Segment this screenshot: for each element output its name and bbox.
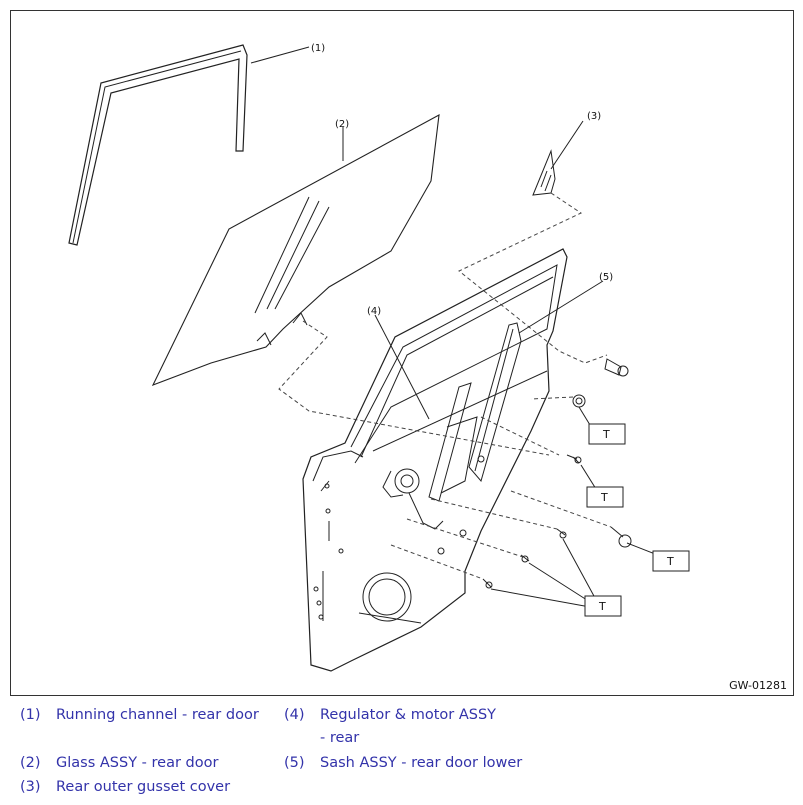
- parts-legend: (1) Running channel - rear door (2) Glas…: [20, 704, 800, 804]
- svg-text:T: T: [602, 428, 610, 441]
- glass-part: [151, 114, 440, 387]
- legend-number: (1): [20, 707, 41, 723]
- svg-text:T: T: [666, 555, 674, 568]
- legend-text: Sash ASSY - rear door lower: [320, 755, 523, 771]
- legend-text: Glass ASSY - rear door: [56, 755, 219, 771]
- legend-text: Rear outer gusset cover: [56, 779, 231, 795]
- gusset-cover-part: [532, 149, 556, 196]
- running-channel-part: [68, 44, 248, 246]
- legend-number: (2): [20, 755, 41, 771]
- callout-3: (3): [587, 111, 601, 122]
- callout-4: (4): [367, 306, 381, 317]
- assembly-guide-lines: [278, 192, 612, 580]
- legend-number: (5): [284, 755, 305, 771]
- legend-text: Regulator & motor ASSY - rear: [320, 707, 497, 746]
- svg-text:T: T: [600, 491, 608, 504]
- legend-number: (4): [284, 707, 305, 723]
- legend-number: (3): [20, 779, 41, 795]
- sash-part: [468, 322, 522, 483]
- bolt-fasteners: [482, 358, 632, 589]
- torque-box: T: [652, 550, 690, 572]
- leader-lines: [250, 46, 674, 610]
- callout-2: (2): [335, 119, 349, 130]
- callout-5: (5): [599, 272, 613, 283]
- svg-text:T: T: [598, 600, 606, 613]
- torque-box: T: [584, 595, 622, 617]
- regulator-motor-part: [382, 382, 478, 530]
- legend-text: Running channel - rear door: [56, 707, 259, 723]
- torque-box: T: [586, 486, 624, 508]
- figure-id: GW-01281: [729, 679, 787, 692]
- rear-door-part: [302, 248, 568, 672]
- callout-1: (1): [311, 43, 325, 54]
- exploded-diagram: (1) (2) (3) (4) (5) T T T T GW-01281: [10, 10, 794, 696]
- torque-box: T: [588, 423, 626, 445]
